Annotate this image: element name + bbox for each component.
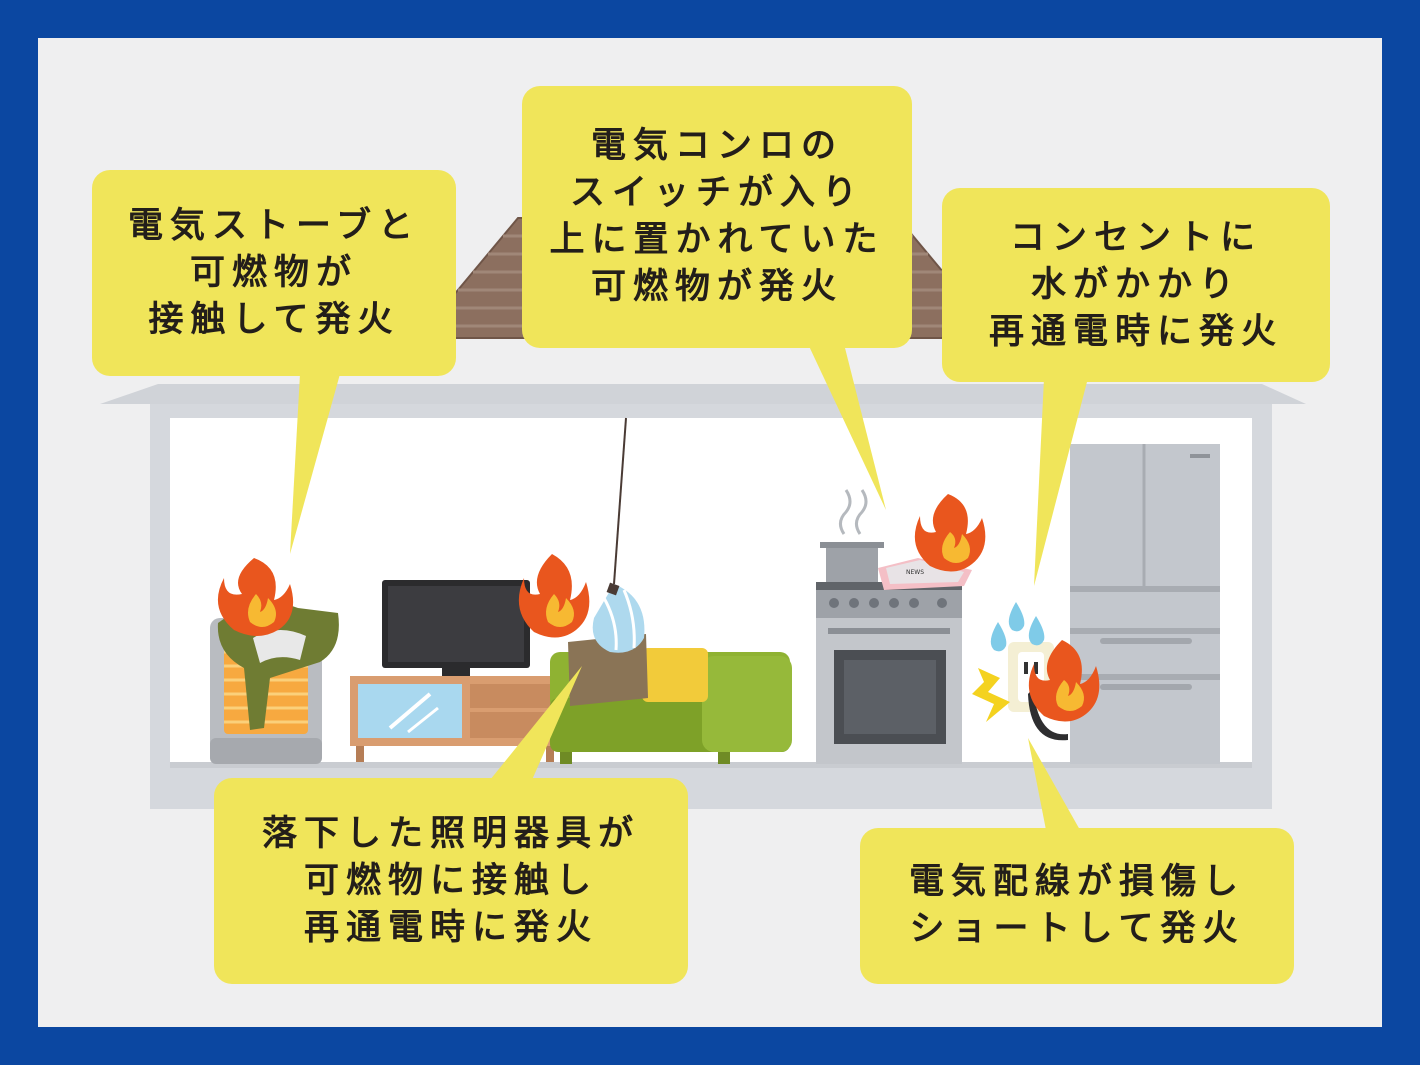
flame-icon — [1028, 640, 1100, 722]
tv-cabinet — [350, 580, 560, 762]
flame-icon — [217, 558, 294, 636]
tail-outlet — [1034, 378, 1088, 586]
callout-cooking-stove: 電気コンロの スイッチが入り 上に置かれていた 可燃物が発火 — [522, 86, 912, 348]
tail-heater — [290, 374, 340, 554]
house-scene: NEWS — [100, 217, 1306, 809]
sofa — [550, 634, 792, 764]
callout-outlet-water: コンセントに 水がかかり 再通電時に発火 — [942, 188, 1330, 382]
callout-heater-contact: 電気ストーブと 可燃物が 接触して発火 — [92, 170, 456, 376]
pendant-lamp — [592, 417, 645, 653]
refrigerator — [1070, 444, 1220, 764]
cooking-range: NEWS — [816, 489, 972, 764]
illustration-panel: NEWS — [38, 38, 1382, 1027]
lightning-icon — [972, 668, 1010, 722]
flame-icon — [914, 494, 986, 572]
tail-lamp — [490, 666, 582, 780]
callout-fallen-light: 落下した照明器具が 可燃物に接触し 再通電時に発火 — [214, 778, 688, 984]
newspaper-label: NEWS — [906, 569, 924, 576]
callout-tails — [290, 344, 1088, 830]
flame-icon — [518, 554, 590, 638]
eaves — [100, 384, 1306, 404]
callout-wiring-damage: 電気配線が損傷し ショートして発火 — [860, 828, 1294, 984]
tail-wiring — [1028, 738, 1080, 830]
water-drop-icon — [990, 602, 1045, 652]
tail-range — [808, 344, 886, 510]
